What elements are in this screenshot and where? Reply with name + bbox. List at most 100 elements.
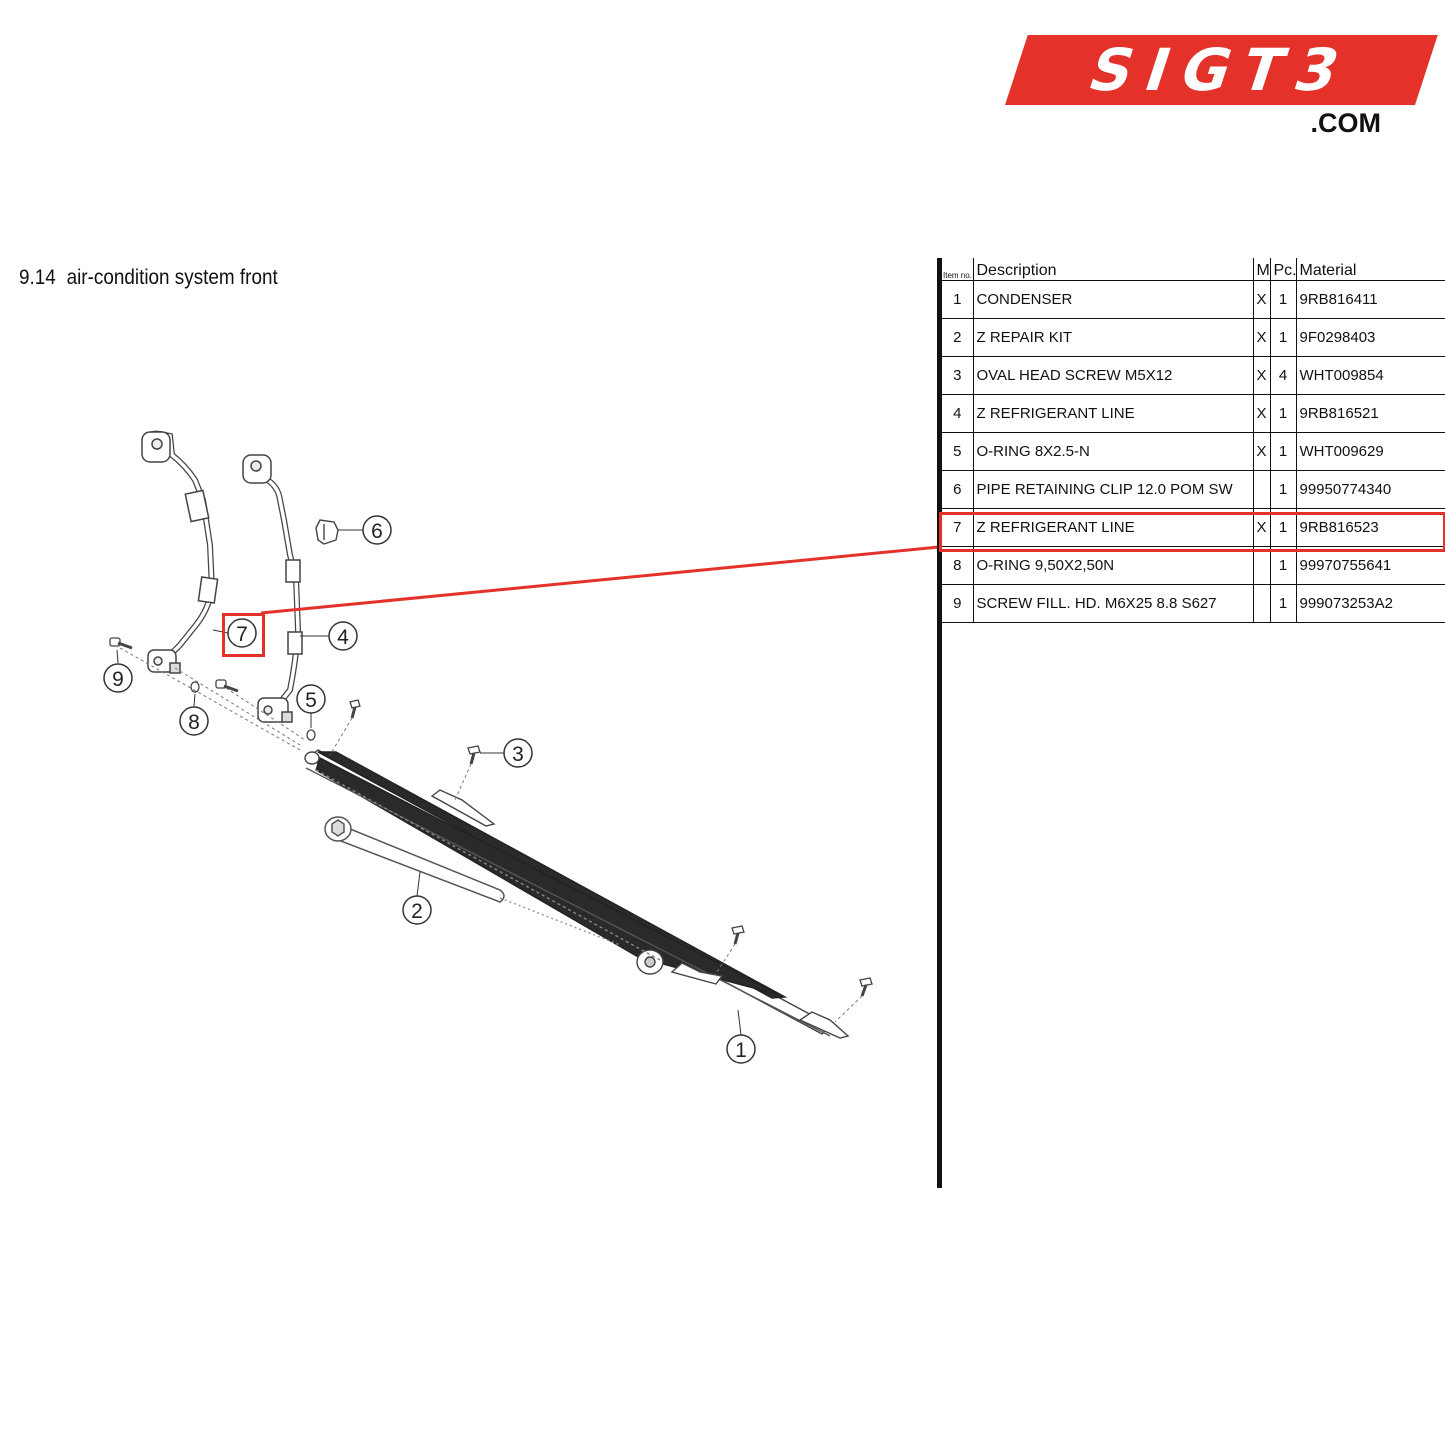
col-header-material: Material [1296, 258, 1445, 281]
cell-m [1253, 546, 1271, 585]
callout-6: 6 [362, 515, 392, 545]
cell-m: X [1253, 508, 1271, 547]
highlighted-row-box [939, 512, 1445, 552]
screw-3d [859, 977, 873, 997]
cell-description: O-RING 8X2.5-N [973, 432, 1254, 471]
page-title: 9.14 air-condition system front [19, 266, 278, 290]
highlight-connector-line [260, 545, 940, 615]
cell-item: 3 [942, 356, 974, 395]
cell-material: 9RB816411 [1296, 280, 1445, 319]
callout-3-label: 3 [512, 743, 524, 766]
cell-description: PIPE RETAINING CLIP 12.0 POM SW [973, 470, 1254, 509]
callout-6-label: 6 [371, 520, 383, 543]
cell-description: OVAL HEAD SCREW M5X12 [973, 356, 1254, 395]
cell-material: 99970755641 [1296, 546, 1445, 585]
callout-markers: 1 2 3 4 5 6 7 8 9 [103, 515, 756, 1064]
logo-domain: .COM [1310, 108, 1382, 138]
callout-7-label: 7 [236, 623, 248, 646]
callout-8: 8 [179, 706, 209, 736]
cell-m: X [1253, 356, 1271, 395]
cell-material: 9RB816521 [1296, 394, 1445, 433]
section-number: 9.14 [19, 266, 56, 289]
callout-9: 9 [103, 663, 133, 693]
callout-1-label: 1 [735, 1039, 747, 1062]
callout-7: 7 [227, 618, 257, 648]
col-header-description: Description [973, 258, 1254, 281]
callout-5-label: 5 [305, 689, 317, 712]
screw-9b [215, 679, 239, 693]
cell-item: 8 [942, 546, 974, 585]
cell-material: 9F0298403 [1296, 318, 1445, 357]
o-ring-8 [190, 681, 200, 693]
cell-m: X [1253, 318, 1271, 357]
screw-3a [349, 699, 361, 719]
callout-3: 3 [503, 738, 533, 768]
callout-1: 1 [726, 1034, 756, 1064]
callout-8-label: 8 [188, 711, 200, 734]
o-ring-5 [306, 729, 316, 741]
cell-description: CONDENSER [973, 280, 1254, 319]
cell-pc: 4 [1270, 356, 1297, 395]
callout-2: 2 [402, 895, 432, 925]
screw-9 [109, 637, 133, 650]
cell-material: 99950774340 [1296, 470, 1445, 509]
cell-pc: 1 [1270, 470, 1297, 509]
table-left-rule [937, 258, 942, 1188]
cell-pc: 1 [1270, 546, 1297, 585]
cell-m: X [1253, 394, 1271, 433]
cell-m [1253, 470, 1271, 509]
callout-4: 4 [328, 621, 358, 651]
cell-pc: 1 [1270, 432, 1297, 471]
repair-kit-tube[interactable] [324, 816, 621, 946]
cell-material: 999073253A2 [1296, 584, 1445, 623]
callout-9-label: 9 [112, 668, 124, 691]
condenser[interactable] [304, 749, 850, 1039]
callout-4-label: 4 [337, 626, 349, 649]
leader-lines [119, 647, 863, 1023]
col-header-item: Item no. [942, 258, 974, 281]
cell-pc: 1 [1270, 280, 1297, 319]
cell-item: 6 [942, 470, 974, 509]
brand-logo[interactable]: SIGT3 .COM [1005, 30, 1438, 150]
cell-material: WHT009629 [1296, 432, 1445, 471]
screws-and-orings[interactable] [109, 637, 873, 997]
cell-description: SCREW FILL. HD. M6X25 8.8 S627 [973, 584, 1254, 623]
cell-item: 4 [942, 394, 974, 433]
highlighted-callout-box [222, 613, 265, 657]
refrigerant-line-7[interactable] [141, 430, 219, 674]
cell-item: 2 [942, 318, 974, 357]
cell-description: Z REPAIR KIT [973, 318, 1254, 357]
cell-description: Z REFRIGERANT LINE [973, 394, 1254, 433]
col-header-m: M [1253, 258, 1271, 281]
callout-leaders [116, 529, 742, 1036]
screw-3b [467, 745, 481, 765]
cell-pc: 1 [1270, 318, 1297, 357]
cell-item: 1 [942, 280, 974, 319]
callout-5: 5 [296, 684, 326, 714]
cell-pc: 1 [1270, 584, 1297, 623]
cell-description: O-RING 9,50X2,50N [973, 546, 1254, 585]
cell-material: WHT009854 [1296, 356, 1445, 395]
cell-m [1253, 584, 1271, 623]
col-header-pc: Pc. [1270, 258, 1297, 281]
table-header-row: Item no. Description M Pc. Material [942, 258, 1445, 281]
callout-2-label: 2 [411, 900, 423, 923]
cell-m: X [1253, 432, 1271, 471]
cell-item: 9 [942, 584, 974, 623]
screw-3c [731, 925, 745, 945]
refrigerant-line-4[interactable] [242, 454, 303, 723]
pipe-clip[interactable] [315, 519, 339, 545]
cell-item: 5 [942, 432, 974, 471]
section-title-text: air-condition system front [66, 266, 278, 289]
cell-pc: 1 [1270, 394, 1297, 433]
